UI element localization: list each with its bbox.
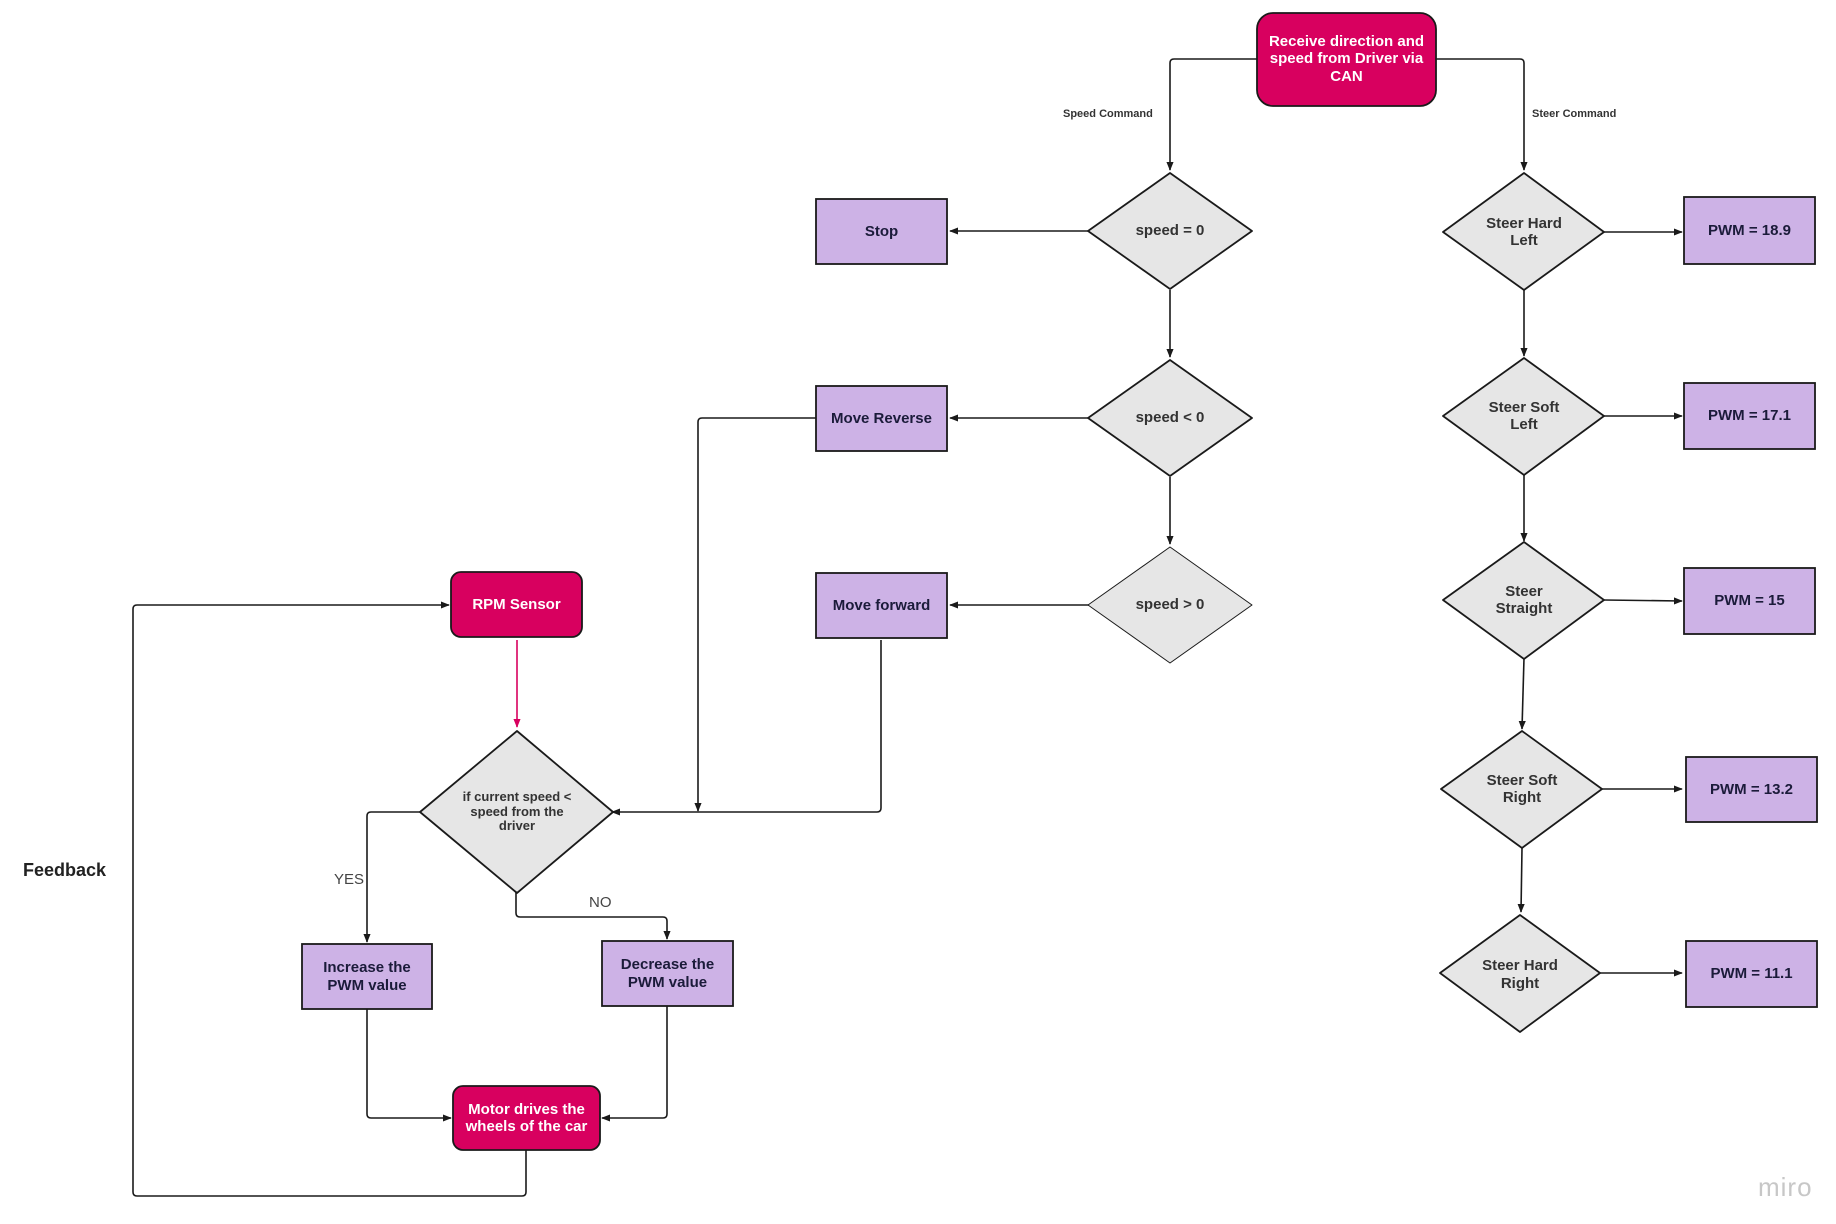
pwm-hard-right-node[interactable]: PWM = 11.1 [1710, 965, 1793, 983]
decrease-node-shape [601, 940, 734, 1007]
speed-eq-diamond [1087, 172, 1253, 290]
speed-lt-diamond [1087, 359, 1253, 477]
no-label: NO [589, 894, 612, 911]
pwm-straight-node[interactable]: PWM = 15 [1714, 592, 1785, 610]
edge-straight-to-pwm [1603, 597, 1683, 605]
feedback-label: Feedback [23, 860, 107, 880]
move-reverse-node[interactable]: Move Reverse [831, 409, 932, 427]
pwm-soft-left-node[interactable]: PWM = 17.1 [1708, 407, 1791, 425]
pwm-soft-right-node[interactable]: PWM = 13.2 [1710, 780, 1793, 798]
move-forward-node-shape [815, 572, 948, 639]
receive-node-shape [1256, 12, 1437, 107]
miro-logo: miro [1758, 1172, 1813, 1202]
edge-decrease-to-motor [601, 1005, 668, 1122]
compare-diamond [419, 730, 614, 894]
pwm-soft-left-shape [1683, 382, 1816, 450]
edge-straight-to-soft-right [1518, 657, 1526, 730]
pwm-hard-left-shape [1683, 196, 1816, 265]
speed-gt-diamond [1087, 546, 1253, 664]
edge-receive-to-steer [1436, 58, 1528, 171]
pwm-soft-right-shape [1685, 756, 1818, 823]
edge-feedback-loop [132, 601, 527, 1197]
steer-soft-left-diamond [1442, 357, 1605, 476]
receive-node[interactable]: Receive direction and speed from Driver … [1268, 33, 1425, 85]
decrease-pwm-node[interactable]: Decrease the PWM value [620, 956, 715, 991]
motor-node[interactable]: Motor drives the wheels of the car [465, 1100, 588, 1135]
rpm-sensor-node[interactable]: RPM Sensor [472, 595, 561, 613]
yes-label: YES [334, 871, 365, 888]
edge-soft-right-to-hard-right [1517, 847, 1525, 913]
increase-node-shape [301, 943, 433, 1010]
steer-command-label: Steer Command [1532, 108, 1617, 120]
stop-node-shape [815, 198, 948, 265]
pwm-hard-right-shape [1685, 940, 1818, 1008]
pwm-straight-shape [1683, 567, 1816, 635]
edge-compare-no [515, 891, 671, 940]
edge-reverse-to-compare [694, 417, 816, 812]
steer-hard-right-diamond [1439, 914, 1601, 1033]
compare-node[interactable]: if current speed < speed from the driver [462, 788, 572, 834]
steer-soft-left-node[interactable]: Steer Soft Left [1488, 398, 1560, 433]
steer-hard-left-node[interactable]: Steer Hard Left [1486, 214, 1562, 249]
edge-compare-yes [363, 811, 420, 943]
steer-hard-left-diamond [1442, 172, 1605, 291]
steer-soft-right-node[interactable]: Steer Soft Right [1486, 771, 1558, 806]
rpm-sensor-node-shape [450, 571, 583, 638]
edge-increase-to-motor [366, 1008, 452, 1122]
speed-eq-node[interactable]: speed = 0 [1135, 222, 1205, 240]
move-forward-node[interactable]: Move forward [832, 596, 931, 614]
speed-lt-node[interactable]: speed < 0 [1135, 409, 1205, 427]
steer-straight-node[interactable]: Steer Straight [1495, 582, 1553, 617]
speed-gt-node[interactable]: speed > 0 [1135, 596, 1205, 614]
steer-hard-right-node[interactable]: Steer Hard Right [1482, 957, 1558, 992]
speed-command-label: Speed Command [1063, 108, 1153, 120]
stop-node[interactable]: Stop [864, 222, 899, 240]
pwm-hard-left-node[interactable]: PWM = 18.9 [1708, 221, 1791, 239]
steer-straight-diamond [1442, 541, 1605, 660]
move-reverse-node-shape [815, 385, 948, 452]
edge-forward-to-compare [611, 640, 882, 816]
steer-soft-right-diamond [1440, 730, 1603, 849]
motor-node-shape [452, 1085, 601, 1151]
increase-pwm-node[interactable]: Increase the PWM value [323, 959, 411, 994]
edge-receive-to-speed [1166, 58, 1266, 171]
